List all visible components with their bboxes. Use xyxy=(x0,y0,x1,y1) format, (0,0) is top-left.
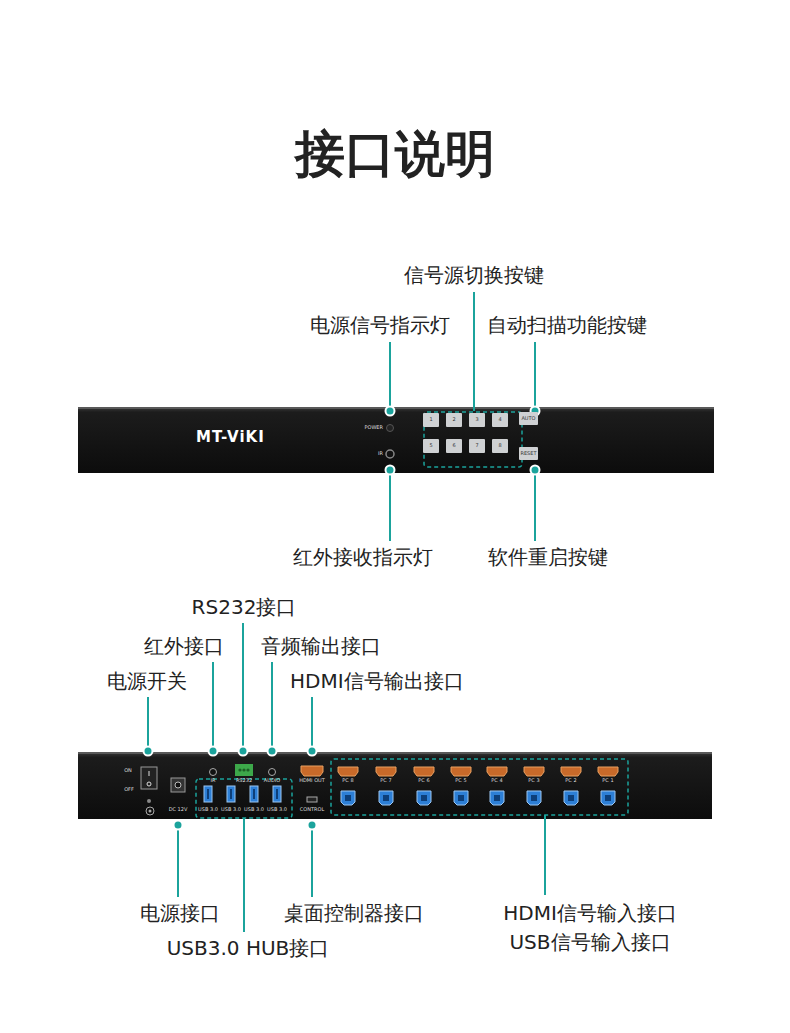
callout-label: 红外接收指示灯 xyxy=(293,546,433,569)
callout-label: 电源接口 xyxy=(140,902,220,925)
port-label: HDMI OUT xyxy=(299,778,325,784)
port-label: IR xyxy=(211,778,216,784)
button-label: 5 xyxy=(429,443,432,449)
front-panel xyxy=(78,407,714,473)
port-label: USB 3.0 xyxy=(244,807,264,813)
button-label: AUTO xyxy=(521,416,535,422)
usb3-port xyxy=(250,786,258,802)
button-label: 3 xyxy=(475,417,478,423)
port-label: AUDIO xyxy=(264,778,280,784)
rear-panel xyxy=(78,752,712,819)
callout-label: HDMI信号输出接口 xyxy=(290,670,464,693)
port-label: PC 6 xyxy=(418,778,429,784)
usb3-port xyxy=(227,786,235,802)
ir-jack xyxy=(210,769,217,776)
panel-button: 3 xyxy=(469,413,485,427)
callout-label: USB3.0 HUB接口 xyxy=(167,937,330,960)
button-label: 7 xyxy=(475,443,478,449)
hdmi-in-port xyxy=(598,767,618,776)
callout-label: 信号源切换按键 xyxy=(404,264,544,287)
button-label: 1 xyxy=(429,417,432,423)
port-label: CONTROL xyxy=(300,807,324,813)
usb-b-port xyxy=(490,791,504,805)
ir-window xyxy=(386,450,394,458)
port-label: PC 8 xyxy=(342,778,353,784)
rs232-terminal xyxy=(235,764,253,776)
hdmi-in-port xyxy=(487,767,507,776)
hdmi-in-port xyxy=(376,767,396,776)
port-label: DC 12V xyxy=(169,807,188,813)
hdmi-out-port xyxy=(301,766,323,776)
panel-button: AUTO xyxy=(519,412,538,425)
panel-button: 6 xyxy=(446,439,462,453)
port-label: RS232 xyxy=(236,778,252,784)
port-label: PC 4 xyxy=(491,778,502,784)
callout-label: 桌面控制器接口 xyxy=(284,902,424,925)
panel-button: 4 xyxy=(492,413,508,427)
port-label: PC 1 xyxy=(602,778,613,784)
power-switch xyxy=(141,767,157,789)
hdmi-in-port xyxy=(451,767,471,776)
hdmi-in-port xyxy=(561,767,581,776)
port-label: PC 2 xyxy=(565,778,576,784)
callout-label: 电源开关 xyxy=(107,670,187,693)
port-label: OFF xyxy=(124,787,134,793)
panel-button: 7 xyxy=(469,439,485,453)
panel-button: 2 xyxy=(446,413,462,427)
usb-b-port xyxy=(564,791,578,805)
usb-b-port xyxy=(601,791,615,805)
usb-b-port xyxy=(379,791,393,805)
panel-button: RESET xyxy=(519,447,538,460)
power-led xyxy=(387,425,394,432)
port-label: PC 3 xyxy=(528,778,539,784)
button-label: RESET xyxy=(520,451,536,457)
button-label: 4 xyxy=(498,417,501,423)
port-label: IR xyxy=(378,451,383,457)
control-port xyxy=(307,797,317,802)
hdmi-in-port xyxy=(524,767,544,776)
callout-label: 电源信号指示灯 xyxy=(310,314,450,337)
button-label: 2 xyxy=(452,417,455,423)
button-label: 8 xyxy=(498,443,501,449)
callout-label: HDMI信号输入接口 xyxy=(503,902,677,925)
hdmi-in-port xyxy=(414,767,434,776)
panel-button: 1 xyxy=(423,413,439,427)
panel-button: 5 xyxy=(423,439,439,453)
callout-label: 自动扫描功能按键 xyxy=(487,314,647,337)
usb3-port xyxy=(273,786,281,802)
brand-logo: MT-ViKI xyxy=(196,429,265,446)
button-label: 6 xyxy=(452,443,455,449)
callout-label: RS232接口 xyxy=(192,596,297,619)
usb-b-port xyxy=(341,791,355,805)
dc-jack xyxy=(171,778,185,792)
device-panel: ON OFF DC 12V IR RS232 AUDIO HDMI OUT CONTROL US… xyxy=(78,752,712,819)
usb-b-port xyxy=(417,791,431,805)
port-label: POWER xyxy=(364,425,383,431)
page-title: 接口说明 xyxy=(295,126,495,184)
port-label: PC 7 xyxy=(380,778,391,784)
port-label: USB 3.0 xyxy=(267,807,287,813)
callout-label: 音频输出接口 xyxy=(261,635,381,658)
device-panel: MT-ViKI POWER IR 1 2 3 4 5 6 7 8 AUTO RESET xyxy=(78,407,714,473)
panel-button: 8 xyxy=(492,439,508,453)
usb-b-port xyxy=(527,791,541,805)
callout-label: USB信号输入接口 xyxy=(509,931,670,954)
usb3-port xyxy=(204,786,212,802)
callout-label: 软件重启按键 xyxy=(488,546,608,569)
hdmi-in-port xyxy=(338,767,358,776)
port-label: USB 3.0 xyxy=(221,807,241,813)
port-label: PC 5 xyxy=(455,778,466,784)
port-label: ON xyxy=(124,768,132,774)
audio-jack xyxy=(269,769,276,776)
callout-label: 红外接口 xyxy=(144,635,224,658)
port-label: USB 3.0 xyxy=(198,807,218,813)
usb-b-port xyxy=(454,791,468,805)
